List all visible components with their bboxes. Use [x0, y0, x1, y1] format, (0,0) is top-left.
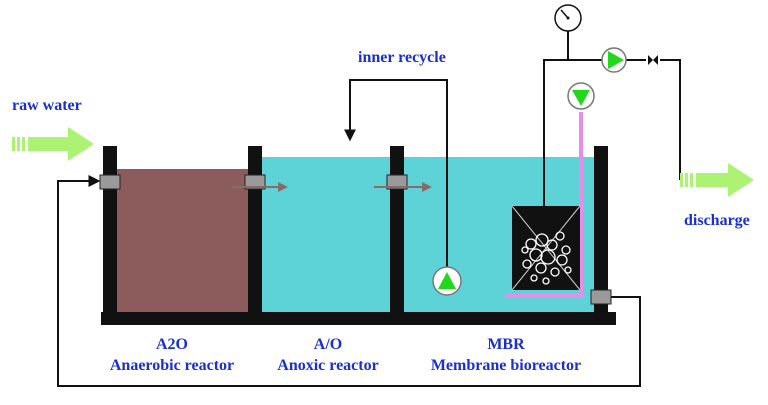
valve-icon [646, 55, 660, 65]
aeration-pipe [506, 112, 583, 298]
pump-icon [567, 82, 595, 110]
tank-base [101, 312, 616, 325]
raw-water-label: raw water [12, 97, 82, 114]
return-sludge-line [57, 175, 641, 387]
ao-subtitle: Anoxic reactor [277, 357, 378, 374]
port-wall-3 [386, 174, 408, 190]
mbr-title: MBR [487, 336, 525, 353]
tank-wall-1 [103, 146, 117, 314]
pump-icon [432, 266, 462, 296]
discharge-label: discharge [684, 212, 750, 229]
a2o-title: A2O [156, 336, 188, 353]
port-wall-2 [244, 174, 266, 190]
flow-arrow-icon [680, 163, 754, 197]
flow-arrow-icon [12, 127, 94, 161]
inner-recycle-label: inner recycle [358, 49, 446, 66]
tank-wall-4 [594, 146, 608, 314]
ao-title: A/O [314, 336, 342, 353]
a2o-subtitle: Anaerobic reactor [110, 357, 234, 374]
tank-wall-3 [390, 146, 404, 314]
pump-icon [601, 47, 627, 73]
tank-wall-2 [248, 146, 262, 314]
pressure-gauge-icon [554, 4, 582, 60]
inlet-port [99, 174, 121, 190]
inner-recycle-line [344, 79, 448, 268]
anoxic-compartment [262, 157, 390, 312]
anaerobic-compartment [117, 169, 248, 312]
outlet-port [590, 289, 612, 305]
membrane-module-icon [511, 205, 581, 291]
mbr-subtitle: Membrane bioreactor [431, 357, 581, 374]
